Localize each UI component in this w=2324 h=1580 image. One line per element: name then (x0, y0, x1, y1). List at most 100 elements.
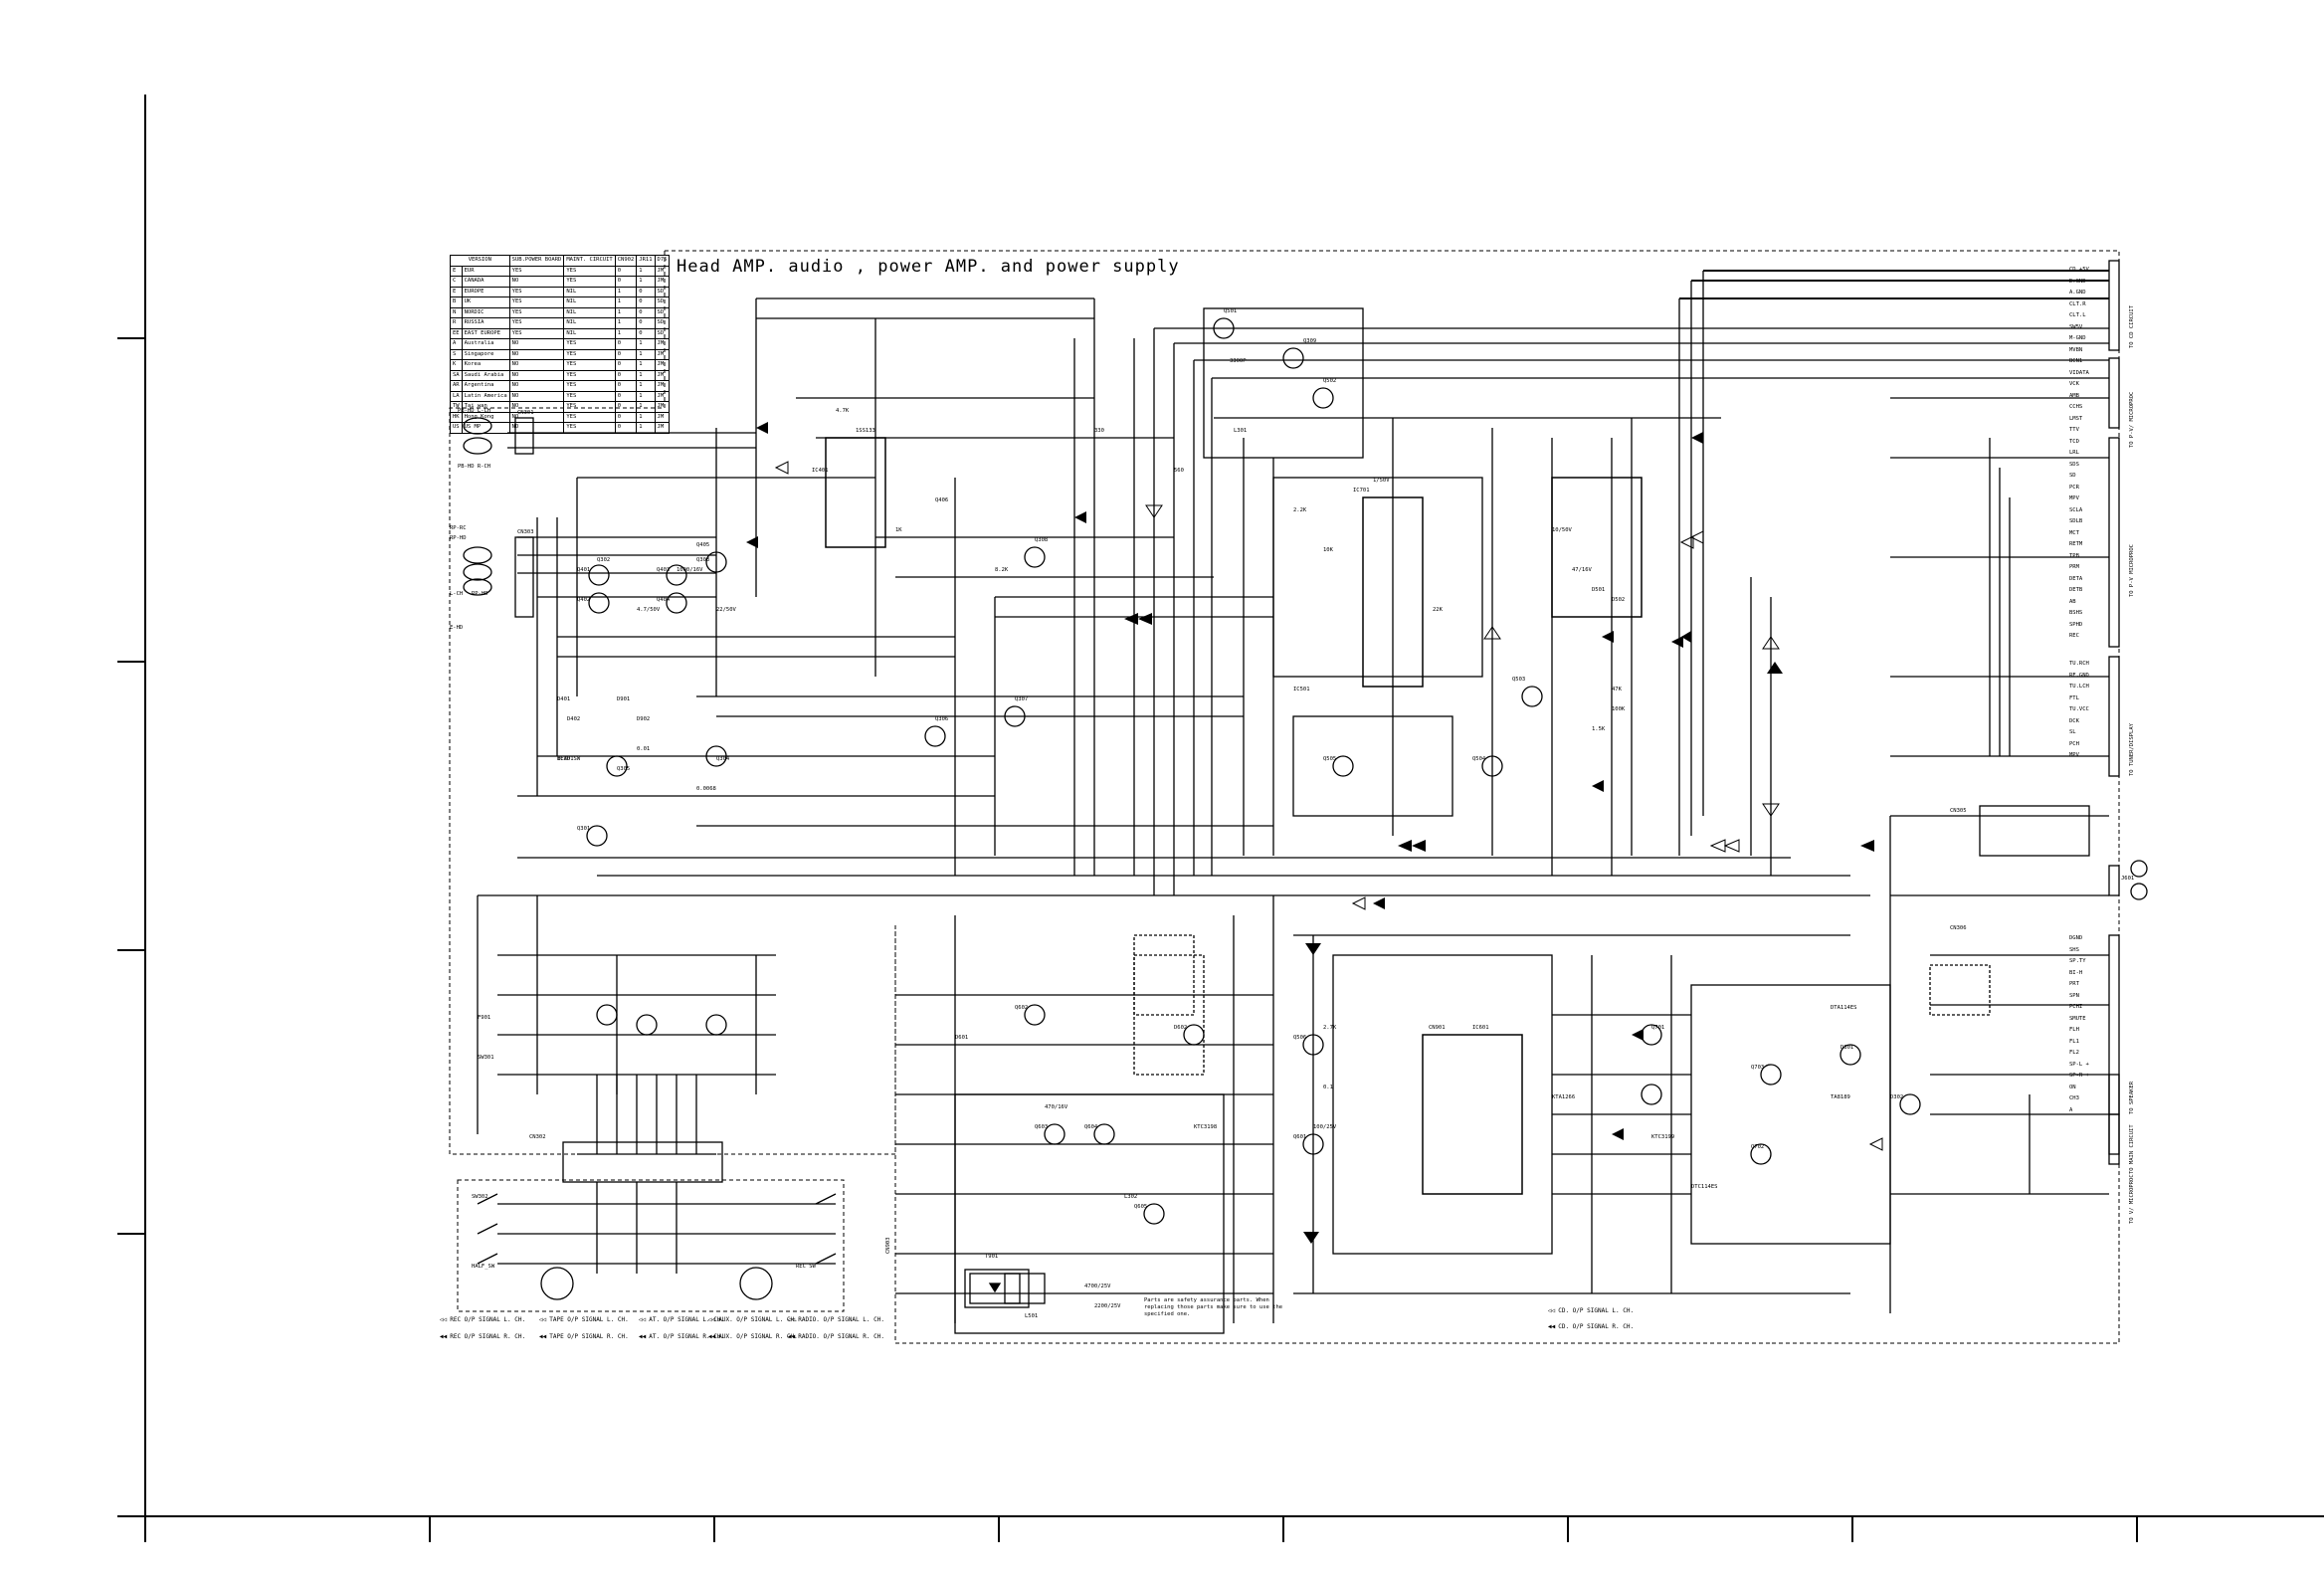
version-table-cell: AR (450, 380, 463, 392)
pin-label: FL1 (2069, 1038, 2079, 1045)
version-table-cell: SD (654, 296, 671, 308)
component-ref-label: HALF_SW (472, 1264, 495, 1270)
version-table-cell: UK (461, 296, 510, 308)
version-table-cell: 0 (614, 276, 638, 288)
version-table-cell: 0 (614, 422, 638, 434)
version-table: VERSION SUB.POWER BOARD MAINT. CIRCUIT C… (450, 255, 671, 434)
pin-label: CCHS (2069, 404, 2083, 410)
pin-label: M-GND (2069, 335, 2086, 341)
legend-entry: ◀◀TAPE O/P SIGNAL R. CH. (539, 1333, 629, 1340)
version-table-cell: NO (508, 338, 565, 350)
version-table-cell: SD (654, 317, 671, 329)
rec-head-label: RP-RC (450, 525, 467, 531)
hollow-arrow-icon: ◁◁ (639, 1316, 647, 1323)
version-table-cell: 1 (614, 306, 638, 318)
value-label: 8.2K (995, 567, 1009, 573)
version-table-cell: 0 (614, 359, 638, 371)
version-table-cell: 0 (614, 411, 638, 423)
version-table-cell: 0 (614, 369, 638, 381)
connector-cn901-label: CN901 (1429, 1025, 1446, 1031)
hollow-arrow-icon: ◁◁ (788, 1316, 796, 1323)
value-label: 1SS133 (856, 428, 875, 434)
component-ref-label: Q602 (1015, 1005, 1029, 1011)
group-label: TO SPEAKER (2129, 1081, 2135, 1114)
component-ref-label: Q501 (1224, 308, 1238, 314)
hollow-arrow-icon: ◁◁ (1548, 1307, 1556, 1314)
pin-label: RF.GND (2069, 672, 2089, 679)
version-table-cell: NIL (563, 286, 616, 297)
connector-cn302 (562, 1141, 723, 1183)
component-ref-label: D302 (1890, 1094, 1904, 1100)
version-table-cell: YES (563, 338, 616, 350)
version-table-cell: SD (654, 286, 671, 297)
version-table-cell: A (450, 338, 463, 350)
version-table-cell: 0 (636, 327, 656, 339)
pin-label: SD (2069, 473, 2076, 479)
version-table-cell: 1 (636, 369, 656, 381)
pin-label: MCT (2069, 529, 2079, 536)
version-table-cell: YES (563, 422, 616, 434)
version-table-cell: YES (563, 390, 616, 402)
version-table-cell: S (450, 348, 463, 360)
pb-head-r-label: PB-HD R-CH (458, 464, 491, 470)
version-table-cell: YES (508, 265, 565, 277)
version-table-cell: NIL (563, 327, 616, 339)
component-ref-label: Q303 (696, 557, 710, 563)
component-ref-label: Q603 (1035, 1124, 1049, 1130)
component-ref-label: Q503 (1512, 677, 1526, 683)
board-outline-power (894, 925, 1771, 1344)
version-table-cell: 1 (636, 422, 656, 434)
legend-text: REC O/P SIGNAL R. CH. (450, 1333, 526, 1340)
pin-label: REC (2069, 633, 2079, 639)
pin-label: BCN1 (2069, 358, 2083, 364)
legend-entry: ◁◁CD. O/P SIGNAL L. CH. (1548, 1307, 1634, 1314)
component-ref-label: SW301 (478, 1055, 494, 1061)
component-ref-label: L501 (1025, 1313, 1039, 1319)
pin-label: PCHI (2069, 1004, 2083, 1010)
value-label: 560 (1174, 468, 1184, 474)
version-table-cell: SD (654, 306, 671, 318)
version-table-cell: NO (508, 348, 565, 360)
version-table-cell: CANADA (461, 276, 510, 288)
component-ref-label: Q601 (1293, 1134, 1307, 1140)
legend-entry: ◁◁TAPE O/P SIGNAL L. CH. (539, 1316, 629, 1323)
component-ref-label: Q305 (617, 766, 631, 772)
solid-arrow-icon: ◀◀ (639, 1333, 647, 1340)
pin-label: TTV (2069, 427, 2079, 433)
version-table-cell: YES (563, 359, 616, 371)
value-label: DTA114ES (1831, 1005, 1857, 1011)
version-table-cell: YES (508, 296, 565, 308)
version-table-cell: JM (654, 338, 671, 350)
component-ref-label: D402 (567, 716, 581, 722)
version-table-cell: 1 (636, 348, 656, 360)
value-label: 2.7K (1323, 1025, 1337, 1031)
version-table-cell: JM (654, 276, 671, 288)
value-label: 10/50V (1552, 527, 1572, 533)
version-table-header-cell: JR11 (636, 255, 656, 267)
group-label: TO P-V MICROPROC (2129, 544, 2135, 597)
legend-entry: ◀◀REC O/P SIGNAL R. CH. (440, 1333, 525, 1340)
value-label: 1K (895, 527, 902, 533)
value-label: 100K (1612, 706, 1626, 712)
pin-label: DETA (2069, 575, 2083, 582)
solid-arrow-icon: ◀◀ (539, 1333, 547, 1340)
component-ref-label: Q302 (597, 557, 611, 563)
value-label: KTA1266 (1552, 1094, 1576, 1100)
version-table-cell: Korea (461, 359, 510, 371)
pin-label: ON (2069, 1084, 2076, 1090)
pin-label: FL2 (2069, 1050, 2079, 1056)
version-table-cell: JM (654, 359, 671, 371)
version-table-cell: YES (563, 411, 616, 423)
pin-label: PCH (2069, 740, 2079, 747)
pin-label: SP-L + (2069, 1061, 2089, 1068)
version-table-header: VERSION SUB.POWER BOARD MAINT. CIRCUIT C… (450, 255, 671, 267)
group-label: TO CD CIRCUIT (2129, 304, 2135, 348)
version-table-cell: YES (563, 276, 616, 288)
version-table-cell: NO (508, 369, 565, 381)
component-ref-label: Q504 (1472, 756, 1486, 762)
legend-entry: ◀◀RADIO. O/P SIGNAL R. CH. (788, 1333, 884, 1340)
pin-label: A (2069, 1106, 2073, 1113)
